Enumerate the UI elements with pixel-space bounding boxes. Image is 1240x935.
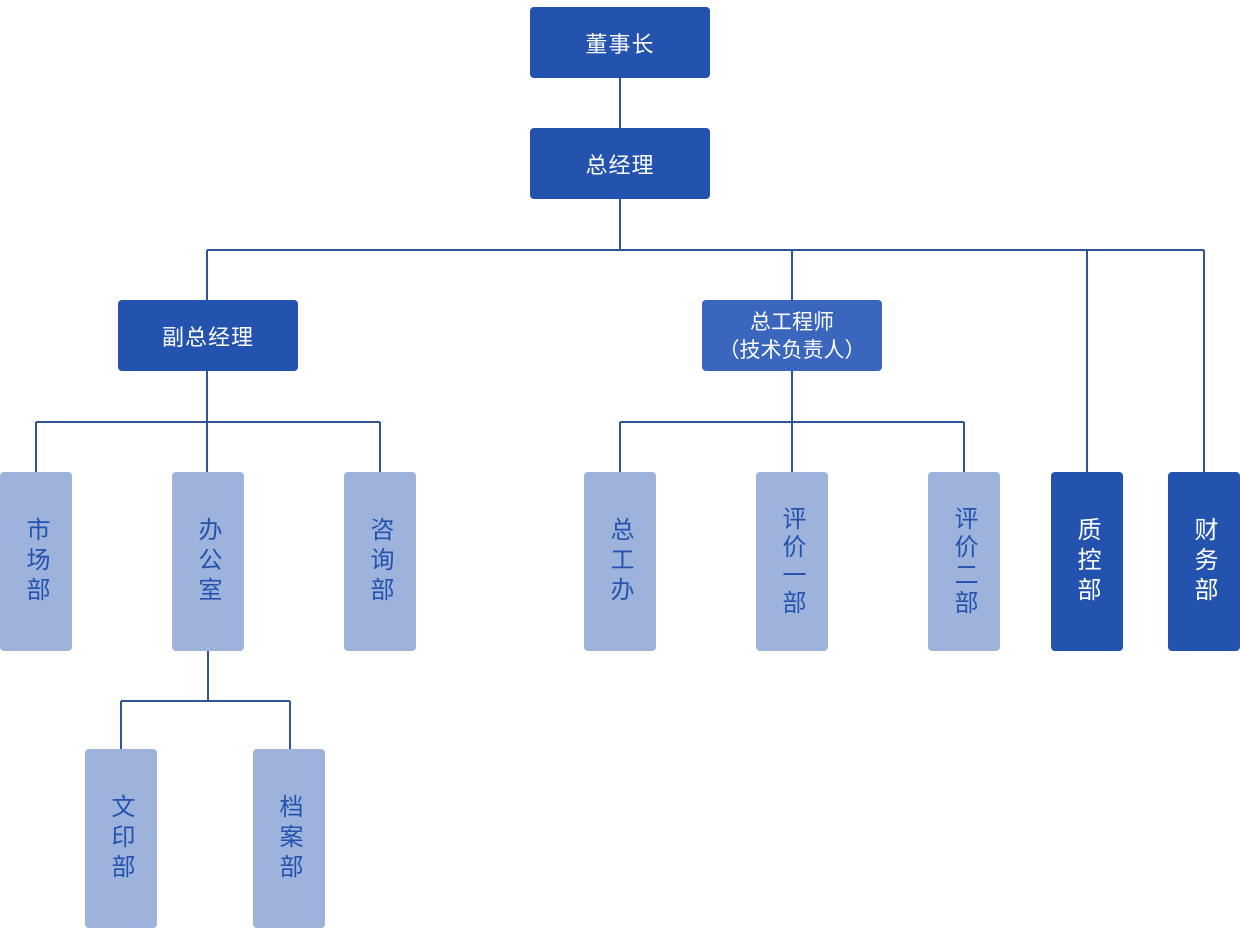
node-eval-dept-2-label: 评价二部 — [950, 505, 978, 618]
node-chief-eng-office: 总工办 — [584, 472, 656, 651]
node-printing: 文印部 — [85, 749, 157, 928]
node-marketing-label: 市场部 — [22, 516, 50, 607]
node-quality-control-label: 质控部 — [1073, 516, 1101, 607]
node-quality-control: 质控部 — [1051, 472, 1123, 651]
node-general-manager: 总经理 — [530, 128, 710, 199]
node-office-label: 办公室 — [194, 516, 222, 607]
node-chief-engineer-title: 总工程师 — [750, 309, 834, 334]
node-consulting-label: 咨询部 — [366, 516, 394, 607]
node-finance: 财务部 — [1168, 472, 1240, 651]
node-chief-engineer: 总工程师 （技术负责人） — [702, 300, 882, 371]
node-archives-label: 档案部 — [275, 793, 303, 884]
node-general-manager-label: 总经理 — [585, 153, 655, 179]
node-eval-dept-2: 评价二部 — [928, 472, 1000, 651]
node-finance-label: 财务部 — [1190, 516, 1218, 607]
node-office: 办公室 — [172, 472, 244, 651]
node-eval-dept-1-label: 评价一部 — [778, 505, 806, 618]
node-eval-dept-1: 评价一部 — [756, 472, 828, 651]
node-deputy-gm: 副总经理 — [118, 300, 298, 371]
node-deputy-gm-label: 副总经理 — [161, 325, 254, 351]
node-marketing: 市场部 — [0, 472, 72, 651]
node-chairman: 董事长 — [530, 7, 710, 78]
node-consulting: 咨询部 — [344, 472, 416, 651]
node-chief-engineer-subtitle: （技术负责人） — [718, 337, 866, 362]
node-chairman-label: 董事长 — [585, 32, 655, 58]
node-chief-eng-office-label: 总工办 — [606, 516, 634, 607]
node-printing-label: 文印部 — [107, 793, 135, 884]
node-archives: 档案部 — [253, 749, 325, 928]
